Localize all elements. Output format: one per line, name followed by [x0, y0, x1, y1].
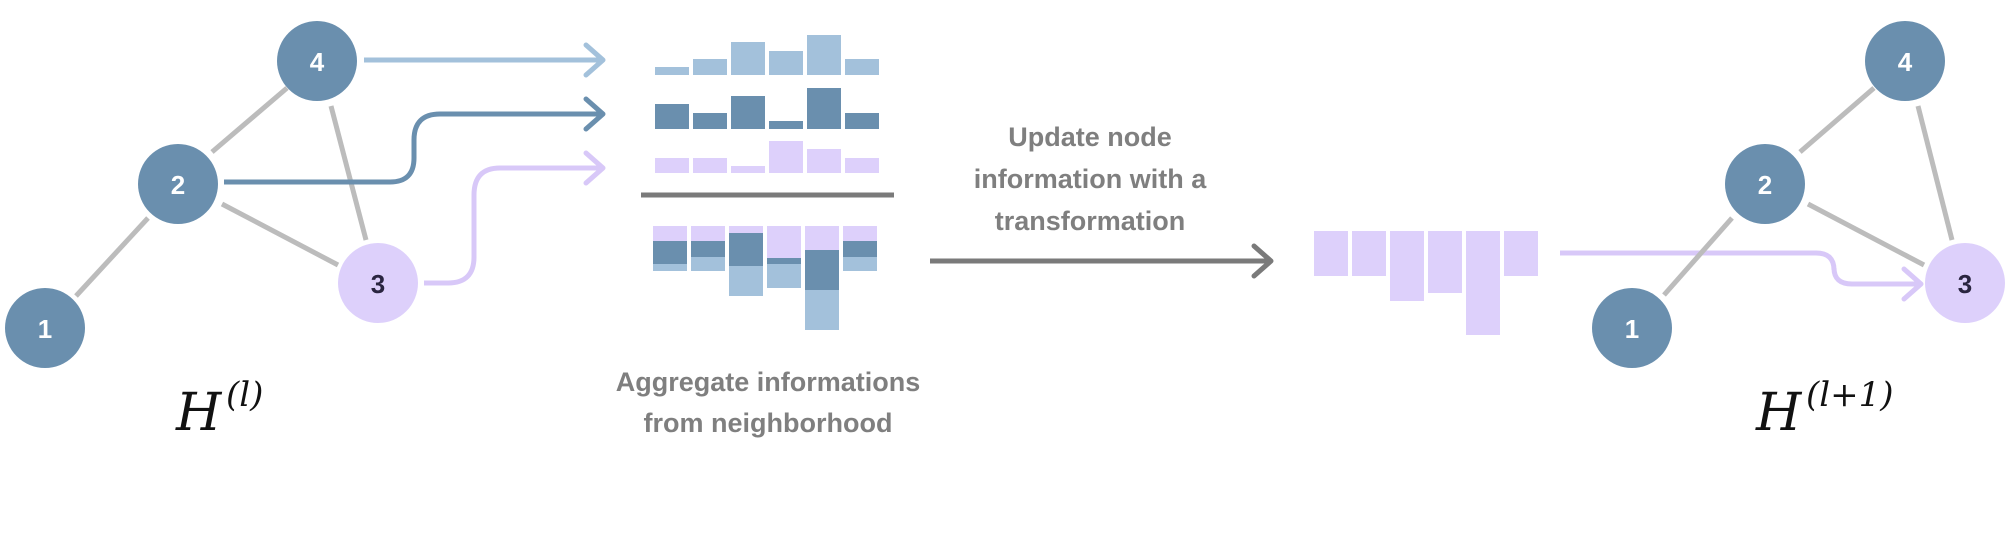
message-arrow-node2	[224, 111, 600, 185]
right-edge-2-3	[1806, 201, 1926, 268]
aggregated-bar-segment	[843, 226, 877, 241]
right-layer-label-superscript: (l+1)	[1806, 375, 1894, 415]
left-node-3: 3	[338, 243, 418, 323]
message-arrowhead-node4	[583, 42, 606, 78]
updated-feature-bar	[1314, 231, 1348, 276]
aggregation-caption-line2: from neighborhood	[644, 408, 893, 438]
feature-bar	[655, 104, 689, 129]
right-node-4: 4	[1865, 21, 1945, 101]
right-layer-label-base: H	[1755, 383, 1803, 443]
feature-bar	[655, 158, 689, 173]
aggregated-bar-segment	[691, 226, 725, 241]
right-node-3-label: 3	[1958, 269, 1972, 299]
feature-row-purple	[655, 141, 879, 173]
left-node-2: 2	[138, 144, 218, 224]
right-edge-4-3	[1915, 105, 1955, 241]
left-graph: 1 2 3 4 H (l)	[5, 21, 606, 443]
feature-bar	[845, 158, 879, 173]
feature-bar	[807, 35, 841, 75]
left-edge-1-2	[74, 216, 150, 298]
aggregated-bar-segment	[653, 226, 687, 241]
left-layer-label-base: H	[175, 383, 223, 443]
feature-bar	[655, 67, 689, 75]
feature-bar	[845, 59, 879, 75]
updated-feature-bar	[1466, 231, 1500, 335]
right-node-4-label: 4	[1898, 47, 1913, 77]
left-layer-label-superscript: (l)	[226, 375, 263, 415]
update-step: Update node information with a transform…	[930, 122, 1274, 279]
update-to-node3-arrowhead	[1901, 266, 1924, 302]
feature-bar	[693, 113, 727, 129]
aggregated-bar-segment	[767, 226, 801, 258]
left-node-2-label: 2	[171, 170, 185, 200]
right-node-1-label: 1	[1625, 314, 1639, 344]
updated-feature-vector	[1314, 231, 1538, 335]
left-edge-2-4	[210, 86, 289, 154]
right-edge-2-4	[1798, 86, 1876, 154]
left-node-3-label: 3	[371, 269, 385, 299]
right-node-3: 3	[1925, 243, 2005, 323]
aggregation-caption-line1: Aggregate informations	[616, 367, 921, 397]
left-node-1-label: 1	[38, 314, 52, 344]
feature-bar	[807, 88, 841, 129]
left-layer-label: H (l)	[175, 375, 263, 443]
aggregated-bar-segment	[729, 226, 763, 233]
left-edge-4-3	[328, 105, 369, 241]
left-node-4-label: 4	[310, 47, 325, 77]
right-node-1: 1	[1592, 288, 1672, 368]
updated-feature-bar	[1390, 231, 1424, 301]
message-arrow-node3	[424, 165, 600, 286]
feature-bar	[807, 149, 841, 173]
right-layer-label: H (l+1)	[1755, 375, 1894, 443]
feature-bar	[693, 158, 727, 173]
update-caption-line3: transformation	[995, 206, 1186, 236]
aggregated-bar-segment	[805, 226, 839, 250]
message-arrowhead-node2	[583, 96, 606, 132]
feature-bar	[845, 113, 879, 129]
feature-row-dark-blue	[655, 88, 879, 129]
updated-feature-bar	[1428, 231, 1462, 293]
feature-bar	[769, 121, 803, 129]
updated-feature-bar	[1352, 231, 1386, 276]
left-node-1: 1	[5, 288, 85, 368]
feature-bar	[731, 166, 765, 173]
updated-feature-bar	[1504, 231, 1538, 276]
feature-bar	[731, 42, 765, 75]
left-node-4: 4	[277, 21, 357, 101]
update-arrowhead	[1251, 243, 1274, 279]
feature-row-light-blue	[655, 35, 879, 75]
feature-bar	[769, 51, 803, 75]
right-edge-1-2	[1662, 216, 1734, 297]
right-node-2: 2	[1725, 144, 1805, 224]
message-arrowhead-node3	[583, 150, 606, 186]
feature-bar	[731, 96, 765, 129]
feature-bar	[769, 141, 803, 173]
aggregation-block: Aggregate informations from neighborhood	[616, 35, 921, 438]
right-node-2-label: 2	[1758, 170, 1772, 200]
feature-bar	[693, 59, 727, 75]
update-caption-line1: Update node	[1008, 122, 1172, 152]
left-edge-2-3	[220, 201, 340, 268]
right-graph: 1 2 3 4 H (l+1)	[1560, 21, 2005, 443]
update-caption-line2: information with a	[974, 164, 1207, 194]
aggregated-stacked-bars	[653, 226, 877, 330]
update-to-node3-arrow	[1560, 250, 1918, 287]
